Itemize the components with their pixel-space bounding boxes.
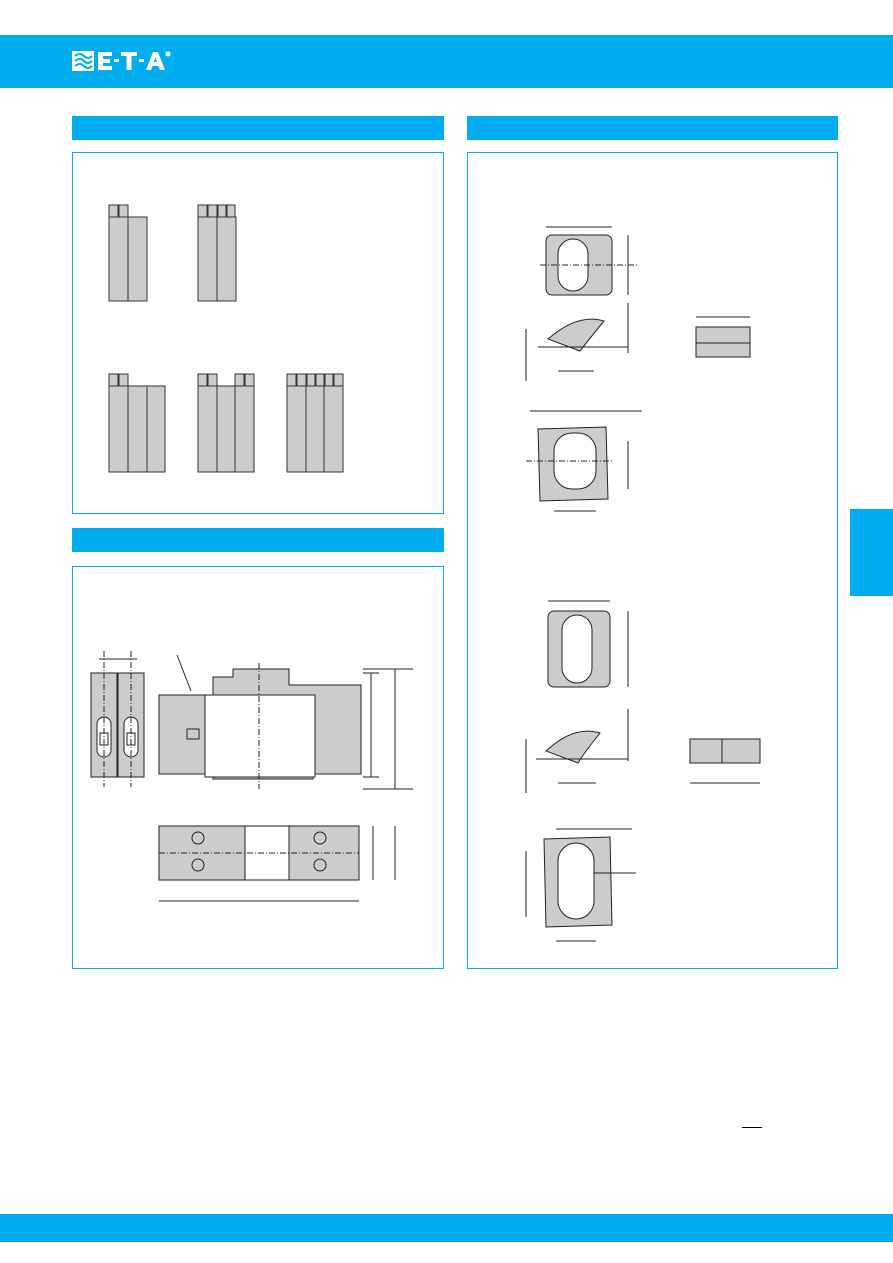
module-2pole-b xyxy=(197,204,237,302)
page-mark xyxy=(742,1127,762,1128)
pole-configurations-panel xyxy=(72,152,444,514)
side-tab xyxy=(850,509,893,596)
module-3pole-a xyxy=(108,373,166,473)
front-view xyxy=(90,651,145,787)
section-bar-panel-mounting xyxy=(467,116,838,140)
section-bar-dimensions xyxy=(72,528,444,552)
dimensions-drawing xyxy=(90,651,413,902)
module-3pole-b xyxy=(197,373,255,473)
module-2pole-a xyxy=(108,204,148,302)
cutout-upper xyxy=(526,410,642,512)
eta-logo xyxy=(72,51,171,71)
panel-mounting-drawing xyxy=(525,226,761,942)
pole-configurations-drawing xyxy=(108,204,344,473)
panel-mounting-panel xyxy=(467,152,838,969)
dimensions-panel xyxy=(72,566,444,969)
mounting-detail-lower xyxy=(689,738,761,784)
mounting-side-upper xyxy=(525,303,629,381)
header-band xyxy=(0,35,893,88)
mounting-detail-upper xyxy=(695,316,751,358)
mounting-side-lower xyxy=(525,709,629,793)
mounting-plate-lower xyxy=(547,600,629,688)
module-3pole-c xyxy=(286,373,344,473)
side-view xyxy=(158,654,413,790)
mounting-plate-upper xyxy=(540,226,638,296)
footer-band xyxy=(0,1214,893,1242)
top-view xyxy=(158,825,396,902)
cutout-lower xyxy=(525,828,636,942)
section-bar-pole-configurations xyxy=(72,116,444,140)
